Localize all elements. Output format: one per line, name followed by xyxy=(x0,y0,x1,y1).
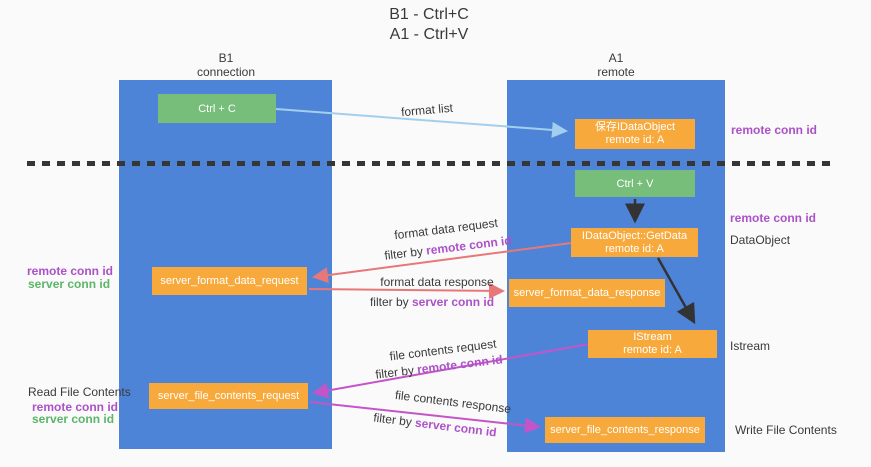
node-idataobject-getdata: IDataObject::GetData remote id: A xyxy=(571,228,698,257)
label-read-remote-conn-id: remote conn id xyxy=(32,400,119,414)
lane-b1-role: connection xyxy=(196,65,256,79)
node-istream: IStream remote id: A xyxy=(588,330,717,358)
lane-a1-name: A1 xyxy=(608,51,624,65)
filter-by-text: filter by xyxy=(369,295,412,309)
arrow-format-data-response xyxy=(308,282,505,299)
label-read-server-conn-id: server conn id xyxy=(32,412,115,426)
lane-a1-role: remote xyxy=(597,65,635,79)
node-format-response-label: server_format_data_response xyxy=(513,287,661,299)
node-save-idataobject-line1: 保存IDataObject xyxy=(594,121,676,133)
node-getdata-line2: remote id: A xyxy=(605,242,664,255)
node-ctrl-v-label: Ctrl + V xyxy=(616,177,654,190)
label-left-remote-conn-id: remote conn id xyxy=(27,264,114,278)
label-format-data-response: format data response xyxy=(380,275,494,289)
node-ctrl-c: Ctrl + C xyxy=(158,94,276,123)
filter-by-text: filter by xyxy=(374,362,419,382)
filter-by-text: filter by xyxy=(372,410,416,430)
label-istream: Istream xyxy=(730,339,771,353)
title-line-2: A1 - Ctrl+V xyxy=(389,26,469,43)
label-file-contents-response-filter: filter by server conn id xyxy=(373,410,498,439)
label-remote-conn-id-mid: remote conn id xyxy=(730,211,817,225)
node-ctrl-c-label: Ctrl + C xyxy=(198,102,236,115)
filter-key-server-conn-id: server conn id xyxy=(414,415,498,440)
diagram-title: B1 - Ctrl+C A1 - Ctrl+V xyxy=(389,5,469,45)
label-format-list: format list xyxy=(400,100,454,120)
label-format-data-response-filter: filter by server conn id xyxy=(370,295,494,309)
lane-b1-name: B1 xyxy=(218,51,234,65)
node-file-response-label: server_file_contents_response xyxy=(550,424,700,436)
filter-key-server-conn-id: server conn id xyxy=(411,295,495,309)
node-server-file-contents-response: server_file_contents_response xyxy=(545,417,705,443)
label-left-server-conn-id: server conn id xyxy=(28,277,111,291)
copy-paste-divider-line xyxy=(27,161,830,166)
label-file-contents-response: file contents response xyxy=(394,387,512,417)
label-remote-conn-id-top: remote conn id xyxy=(731,123,818,137)
node-ctrl-v: Ctrl + V xyxy=(575,170,695,197)
node-save-idataobject-line2: remote id: A xyxy=(605,134,665,146)
node-istream-line1: IStream xyxy=(633,331,672,343)
node-format-request-label: server_format_data_request xyxy=(160,275,299,287)
node-server-format-data-response: server_format_data_response xyxy=(509,279,665,307)
label-dataobject: DataObject xyxy=(730,233,791,247)
lane-header-b1: B1 connection xyxy=(197,51,255,79)
label-write-file-contents: Write File Contents xyxy=(735,423,837,437)
node-server-file-contents-request: server_file_contents_request xyxy=(149,383,308,409)
node-istream-line2: remote id: A xyxy=(623,344,682,356)
lane-header-a1: A1 remote xyxy=(597,51,634,79)
node-getdata-line1: IDataObject::GetData xyxy=(581,229,688,242)
label-read-file-contents: Read File Contents xyxy=(28,385,131,399)
filter-by-text: filter by xyxy=(383,243,428,263)
node-file-request-label: server_file_contents_request xyxy=(157,390,300,402)
node-server-format-data-request: server_format_data_request xyxy=(152,267,307,295)
title-line-1: B1 - Ctrl+C xyxy=(389,6,469,23)
node-save-idataobject: 保存IDataObject remote id: A xyxy=(575,119,695,149)
